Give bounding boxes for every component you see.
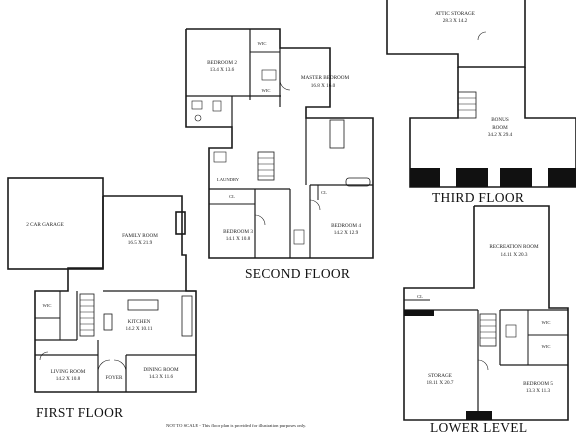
wic-lower1-label: WIC [542, 320, 551, 325]
bedroom4-dim: 14.2 X 12.9 [334, 230, 359, 236]
wic-lower2-label: WIC [542, 344, 551, 349]
foyer-label: FOYER [105, 375, 123, 381]
bedroom2-label: BEDROOM 2 [207, 60, 237, 66]
bedroom4-label: BEDROOM 4 [331, 223, 361, 229]
dining-room-dim: 14.3 X 11.6 [149, 374, 174, 380]
third-floor-walls [386, 0, 576, 188]
recreation-label: RECREATION ROOM [489, 244, 539, 250]
fireplace [175, 211, 186, 235]
disclaimer-text: NOT TO SCALE - This floor plan is provid… [166, 423, 306, 428]
master-bedroom-dim: 16.8 X 16.0 [311, 83, 336, 89]
bonus-dim: 34.2 X 29.4 [488, 132, 513, 138]
kitchen-dim: 14.2 X 10.11 [126, 326, 153, 332]
second-floor-walls [185, 28, 374, 259]
wic-master-label: WIC [262, 88, 271, 93]
wic-first-label: WIC [43, 303, 52, 308]
third-floor-dormers [410, 168, 576, 187]
lower-level-outline [403, 205, 569, 421]
family-room-outline [34, 195, 197, 393]
recreation-dim: 14.11 X 20.3 [501, 252, 528, 258]
bedroom2-dim: 13.4 X 13.6 [210, 67, 235, 73]
bonus-label-2: ROOM [492, 125, 508, 131]
garage-label: 2 CAR GARAGE [26, 222, 63, 228]
bedroom5-label: BEDROOM 5 [523, 381, 553, 387]
first-floor-walls [7, 177, 197, 393]
cl-laundry-label: CL [229, 194, 235, 199]
laundry-label: LAUNDRY [217, 177, 240, 182]
dining-room-label: DINING ROOM [143, 367, 179, 373]
lower-level-walls [403, 205, 569, 421]
attic-label: ATTIC STORAGE [435, 11, 475, 17]
lower-level-dark-walls [404, 310, 492, 420]
wic-b2-label: WIC [258, 41, 267, 46]
family-room-label: FAMILY ROOM [122, 233, 158, 239]
third-floor-title: THIRD FLOOR [432, 190, 524, 205]
bonus-outline [409, 67, 576, 188]
bedroom5-dim: 13.3 X 11.3 [526, 388, 551, 394]
attic-dim: 28.3 X 14.2 [443, 18, 468, 24]
bonus-label: BONUS [491, 117, 509, 123]
kitchen-label: KITCHEN [128, 319, 151, 325]
bedroom3-dim: 14.1 X 10.8 [226, 236, 251, 242]
cl-b4-label: CL [321, 190, 327, 195]
cl-lower-label: CL [417, 294, 423, 299]
second-floor-outline [185, 28, 374, 259]
living-room-dim: 14.2 X 10.8 [56, 376, 81, 382]
attic-outline [386, 0, 526, 68]
master-bedroom-label: MASTER BEDROOM [301, 75, 350, 81]
second-floor-title: SECOND FLOOR [245, 266, 350, 281]
storage-label: STORAGE [428, 373, 452, 379]
storage-dim: 18.11 X 20.7 [427, 380, 454, 386]
living-room-label: LIVING ROOM [51, 369, 86, 375]
family-room-dim: 16.5 X 21.9 [128, 240, 153, 246]
bedroom3-label: BEDROOM 3 [223, 229, 253, 235]
lower-level-title: LOWER LEVEL [430, 420, 527, 432]
first-floor-title: FIRST FLOOR [36, 405, 123, 420]
